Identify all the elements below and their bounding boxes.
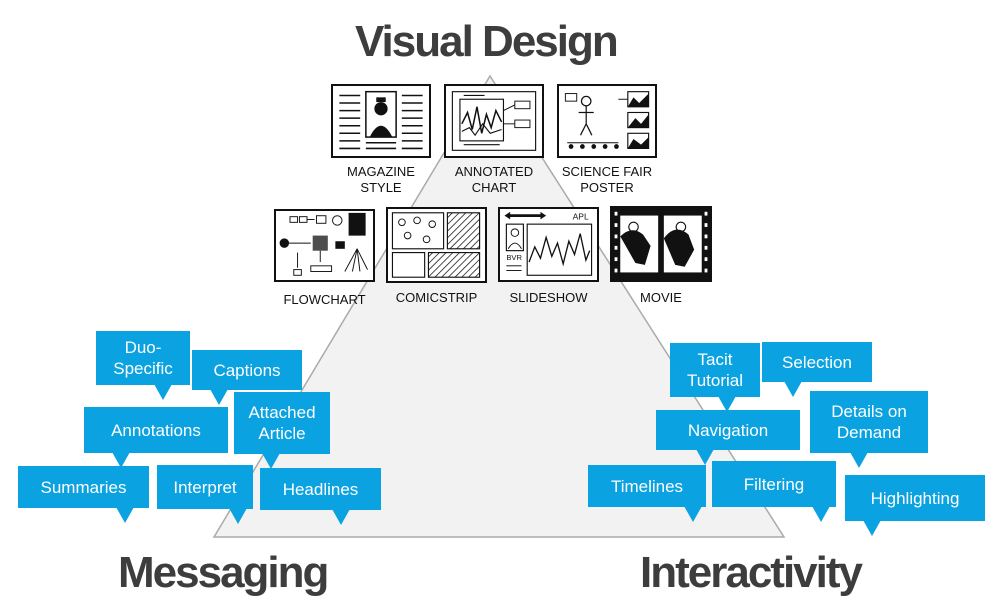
filtering-pointer (812, 506, 830, 522)
bubble-headlines: Headlines (260, 468, 381, 525)
movie-sketch (612, 208, 710, 280)
bubble-filtering: Filtering (712, 461, 836, 522)
slideshow-label: SLIDESHOW (509, 290, 588, 305)
title-messaging: Messaging (118, 548, 329, 597)
duo-specific-text: Duo- Specific (113, 338, 173, 378)
tacit-tutorial-text: Tacit Tutorial (686, 350, 744, 390)
annotated-chart-text: ANNOTATED CHART (454, 164, 534, 195)
annotations-pointer (112, 452, 130, 468)
bubble-highlighting: Highlighting (845, 475, 985, 536)
highlighting-text: Highlighting (870, 488, 960, 508)
science-fair-poster-text: SCIENCE FAIR POSTER (561, 164, 653, 195)
bubble-duo-specific: Duo- Specific (96, 331, 190, 400)
movie-label: MOVIE (640, 290, 682, 305)
annotated-chart-thumbnail (444, 84, 544, 158)
duo-specific-pointer (154, 384, 172, 400)
magazine-style-text: MAGAZINE STYLE (347, 164, 415, 195)
triangle-shape (212, 74, 786, 538)
bubble-captions: Captions (192, 350, 302, 405)
summaries-pointer (116, 507, 134, 523)
annotations-text: Annotations (111, 420, 201, 440)
comicstrip-thumbnail (386, 207, 487, 283)
flowchart-label: FLOWCHART (283, 292, 366, 307)
navigation-text: Navigation (687, 420, 769, 440)
highlighting-pointer (863, 520, 881, 536)
details-on-demand-pointer (850, 452, 868, 468)
attached-article-text: Attached Article (248, 403, 316, 443)
attached-article-pointer (262, 453, 280, 469)
flowchart-sketch (279, 212, 368, 276)
bubble-tacit-tutorial: Tacit Tutorial (670, 343, 760, 412)
science-fair-poster-thumbnail (557, 84, 657, 158)
selection-text: Selection (782, 352, 852, 372)
movie-thumbnail (610, 206, 712, 282)
bubble-interpret: Interpret (157, 465, 253, 524)
headlines-text: Headlines (282, 479, 359, 499)
comicstrip-label: COMICSTRIP (395, 290, 478, 305)
slideshow-apl-text: APL (573, 211, 589, 221)
annotated-chart-label: ANNOTATED CHART (444, 164, 544, 196)
timelines-text: Timelines (610, 476, 684, 496)
interpret-pointer (229, 508, 247, 524)
slideshow-thumbnail: APL BVR (498, 207, 599, 282)
bubble-annotations: Annotations (84, 407, 228, 468)
bubble-details-on-demand: Details on Demand (810, 391, 928, 468)
title-interactivity: Interactivity (640, 548, 863, 597)
timelines-pointer (684, 506, 702, 522)
selection-pointer (784, 381, 802, 397)
tacit-tutorial-pointer (718, 396, 736, 412)
comicstrip-sketch (391, 212, 481, 278)
details-on-demand-text: Details on Demand (831, 402, 907, 442)
bubble-navigation: Navigation (656, 410, 800, 465)
magazine-style-thumbnail (331, 84, 431, 158)
bubble-attached-article: Attached Article (234, 392, 330, 469)
bubble-selection: Selection (762, 342, 872, 397)
science-fair-poster-label: SCIENCE FAIR POSTER (549, 164, 665, 196)
captions-text: Captions (213, 360, 281, 380)
navigation-pointer (696, 449, 714, 465)
science-fair-poster-sketch (564, 91, 650, 149)
summaries-text: Summaries (40, 477, 127, 497)
filtering-text: Filtering (743, 474, 805, 494)
magazine-style-label: MAGAZINE STYLE (331, 164, 431, 196)
captions-pointer (210, 389, 228, 405)
flowchart-thumbnail (274, 209, 375, 282)
slideshow-bvr-text: BVR (506, 253, 522, 262)
bubble-summaries: Summaries (18, 466, 149, 523)
slideshow-sketch: APL BVR (504, 211, 593, 276)
interpret-text: Interpret (173, 477, 237, 497)
annotated-chart-sketch (451, 91, 537, 151)
headlines-pointer (332, 509, 350, 525)
magazine-style-sketch (339, 90, 423, 150)
title-visual-design: Visual Design (355, 17, 619, 66)
bubble-timelines: Timelines (588, 465, 706, 522)
